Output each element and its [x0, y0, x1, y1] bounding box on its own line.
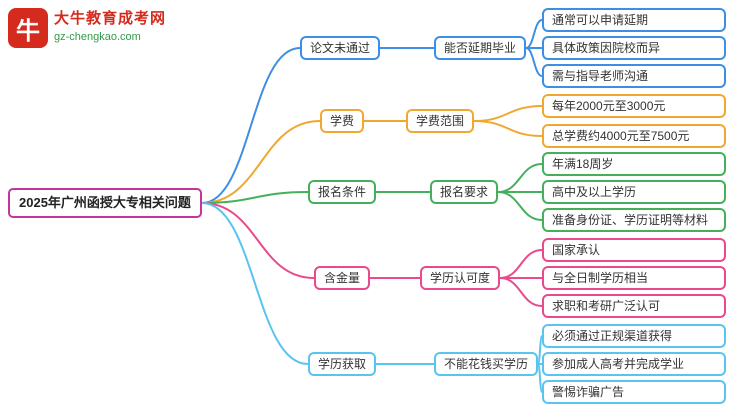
branch-paper-not-passed: 论文未通过	[300, 36, 381, 60]
leaf-node: 必须通过正规渠道获得	[542, 324, 726, 348]
branch-tuition: 学费	[320, 109, 365, 133]
leaf-node: 国家承认	[542, 238, 726, 262]
leaf-node: 高中及以上学历	[542, 180, 726, 204]
sub-no-buying-degree: 不能花钱买学历	[434, 352, 539, 376]
leaf-node: 总学费约4000元至7500元	[542, 124, 726, 148]
leaf-node: 警惕诈骗广告	[542, 380, 726, 404]
leaf-node: 求职和考研广泛认可	[542, 294, 726, 318]
sub-enrollment-requirements: 报名要求	[430, 180, 499, 204]
leaf-node: 参加成人高考并完成学业	[542, 352, 726, 376]
leaf-node: 通常可以申请延期	[542, 8, 726, 32]
logo-text-block: 大牛教育成考网 gz-chengkao.com	[54, 8, 166, 44]
bull-logo-icon: 牛	[8, 8, 48, 48]
leaf-node: 年满18周岁	[542, 152, 726, 176]
sub-degree-recognition: 学历认可度	[420, 266, 501, 290]
site-logo: 牛 大牛教育成考网 gz-chengkao.com	[8, 8, 166, 48]
branch-degree-acquisition: 学历获取	[308, 352, 377, 376]
branch-degree-value: 含金量	[314, 266, 371, 290]
site-url: gz-chengkao.com	[54, 31, 141, 43]
leaf-node: 需与指导老师沟通	[542, 64, 726, 88]
leaf-node: 准备身份证、学历证明等材料	[542, 208, 726, 232]
sub-defer-graduation: 能否延期毕业	[434, 36, 527, 60]
root-node: 2025年广州函授大专相关问题	[8, 188, 202, 218]
sub-tuition-range: 学费范围	[406, 109, 475, 133]
leaf-node: 具体政策因院校而异	[542, 36, 726, 60]
site-name: 大牛教育成考网	[54, 10, 167, 27]
branch-enrollment-conditions: 报名条件	[308, 180, 377, 204]
leaf-node: 与全日制学历相当	[542, 266, 726, 290]
leaf-node: 每年2000元至3000元	[542, 94, 726, 118]
